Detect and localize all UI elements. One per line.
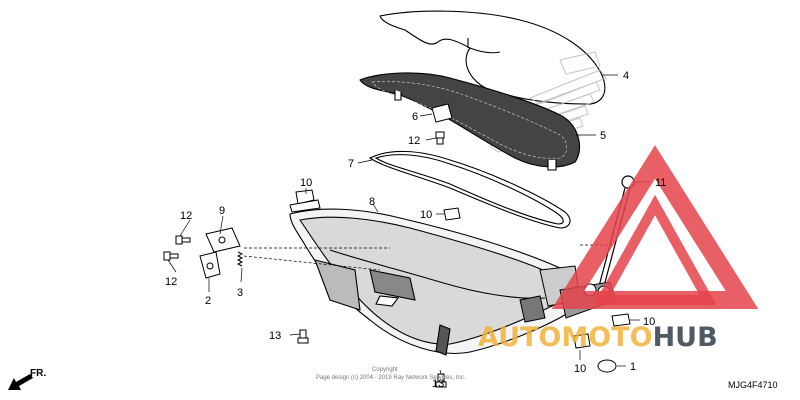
rubber-part-1 — [597, 359, 617, 373]
watermark-inner-triangle — [593, 194, 717, 305]
diagram-code: MJG4F4710 — [728, 380, 778, 390]
watermark-part-2: HUB — [653, 322, 718, 353]
callout-10-d: 10 — [574, 363, 586, 375]
screw-part-13-left — [297, 329, 309, 344]
screw-part-12-left-bottom — [163, 251, 179, 261]
screw-part-12-top — [435, 131, 445, 145]
callout-5: 5 — [600, 130, 606, 142]
front-arrow-icon — [8, 374, 33, 390]
callout-8: 8 — [369, 196, 375, 208]
fastener-part-10-c — [611, 313, 631, 327]
callout-6: 6 — [412, 111, 418, 123]
callout-9: 9 — [219, 205, 225, 217]
copyright-line-1: Copyright — [372, 367, 398, 373]
callout-10-c: 10 — [643, 316, 655, 328]
front-direction-indicator: FR. — [8, 368, 46, 390]
grille-panel-part-5 — [359, 72, 581, 171]
callout-10-a: 10 — [300, 177, 312, 189]
seat-cover-part-4 — [379, 10, 606, 105]
seal-part-7 — [368, 150, 571, 229]
watermark-part-1: AUTOMOTO — [478, 322, 653, 353]
callout-2: 2 — [205, 295, 211, 307]
callout-7: 7 — [348, 158, 354, 170]
spring-part-3 — [236, 251, 244, 267]
fastener-part-10-b — [443, 207, 461, 221]
luggage-box-part-8 — [289, 208, 581, 356]
callout-12-top: 12 — [408, 135, 420, 147]
callout-13-bottom: 13 — [432, 378, 444, 390]
screw-part-12-left-top — [175, 235, 191, 245]
copyright-line-2: Page design (c) 2004 - 2019 Ray Network … — [316, 375, 466, 381]
callout-12-left-bottom: 12 — [165, 276, 177, 288]
callout-12-left-top: 12 — [180, 210, 192, 222]
fastener-part-10-d — [573, 333, 591, 349]
watermark-text: AUTOMOTOHUB — [478, 322, 718, 353]
latch-part-2 — [199, 251, 221, 279]
fastener-part-10-a — [289, 189, 321, 213]
clip-part-6 — [431, 103, 453, 123]
callout-13-left: 13 — [269, 330, 281, 342]
callout-11: 11 — [655, 177, 666, 189]
callout-4: 4 — [623, 70, 629, 82]
front-direction-label: FR. — [30, 368, 46, 379]
callout-1: 1 — [630, 361, 636, 373]
hinge-bracket-part-9 — [205, 227, 241, 253]
callout-3: 3 — [237, 287, 243, 299]
callout-10-b: 10 — [420, 209, 432, 221]
